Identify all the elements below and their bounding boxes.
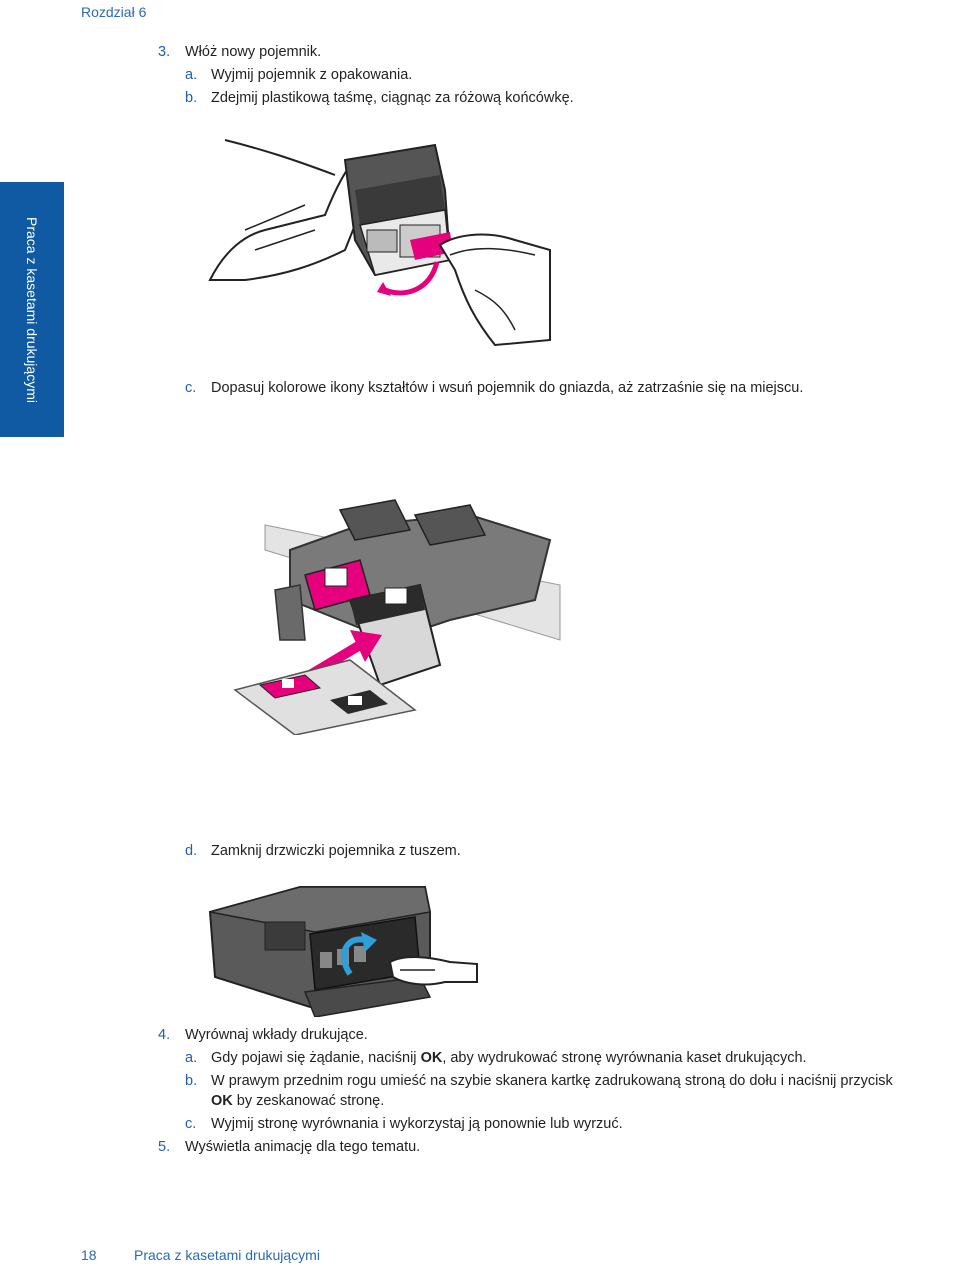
step-number: a. xyxy=(185,1050,198,1066)
step-4: 4. Wyrównaj wkłady drukujące. xyxy=(158,1025,368,1045)
insert-cartridge-illustration xyxy=(233,499,561,735)
step-text: Zdejmij plastikową taśmę, ciągnąc za róż… xyxy=(211,90,574,106)
step-number: 3. xyxy=(158,44,171,60)
step-text: Wyjmij pojemnik z opakowania. xyxy=(211,67,413,83)
chapter-header: Rozdział 6 xyxy=(81,4,147,20)
page-number: 18 xyxy=(81,1247,97,1263)
step-number: 5. xyxy=(158,1139,171,1155)
step-5: 5. Wyświetla animację dla tego tematu. xyxy=(158,1137,420,1157)
step-3d: d. Zamknij drzwiczki pojemnika z tuszem. xyxy=(185,841,461,861)
step-text: Zamknij drzwiczki pojemnika z tuszem. xyxy=(211,843,461,859)
step-text: Dopasuj kolorowe ikony kształtów i wsuń … xyxy=(211,380,804,396)
step-3c: c. Dopasuj kolorowe ikony kształtów i wsu… xyxy=(185,378,803,398)
step-number: b. xyxy=(185,90,198,106)
step-text: W prawym przednim rogu umieść na szybie … xyxy=(211,1073,893,1089)
step-number: 4. xyxy=(158,1027,171,1043)
step-text: Wyrównaj wkłady drukujące. xyxy=(185,1027,368,1043)
ok-key-label: OK xyxy=(211,1093,233,1109)
footer-title: Praca z kasetami drukującymi xyxy=(134,1247,320,1263)
step-3: 3. Włóż nowy pojemnik. xyxy=(158,42,321,62)
side-tab-label: Praca z kasetami drukującymi xyxy=(24,216,40,403)
step-number: a. xyxy=(185,67,198,83)
step-3a: a. Wyjmij pojemnik z opakowania. xyxy=(185,65,412,85)
close-door-illustration xyxy=(208,886,478,1017)
step-4c: c. Wyjmij stronę wyrównania i wykorzystaj… xyxy=(185,1114,623,1134)
step-number: b. xyxy=(185,1073,198,1089)
step-4b-cont: OK by zeskanować stronę. xyxy=(211,1091,384,1111)
step-3b: b. Zdejmij plastikową taśmę, ciągnąc za r… xyxy=(185,88,574,108)
step-number: c. xyxy=(185,380,197,396)
step-text-cont: , aby wydrukować stronę wyrównania kaset… xyxy=(442,1050,807,1066)
remove-tape-illustration xyxy=(208,139,551,347)
ok-key-label: OK xyxy=(420,1050,443,1066)
step-text-cont: by zeskanować stronę. xyxy=(232,1093,385,1109)
step-number: c. xyxy=(185,1116,197,1132)
step-text: Wyświetla animację dla tego tematu. xyxy=(185,1139,421,1155)
step-text: Wyjmij stronę wyrównania i wykorzystaj j… xyxy=(211,1116,623,1132)
step-text: Włóż nowy pojemnik. xyxy=(185,44,322,60)
step-text: Gdy pojawi się żądanie, naciśnij xyxy=(211,1050,421,1066)
step-number: d. xyxy=(185,843,198,859)
step-4b: b. W prawym przednim rogu umieść na szybi… xyxy=(185,1071,893,1091)
step-4a: a. Gdy pojawi się żądanie, naciśnij OK, a… xyxy=(185,1048,807,1068)
side-tab: Praca z kasetami drukującymi xyxy=(0,182,64,437)
